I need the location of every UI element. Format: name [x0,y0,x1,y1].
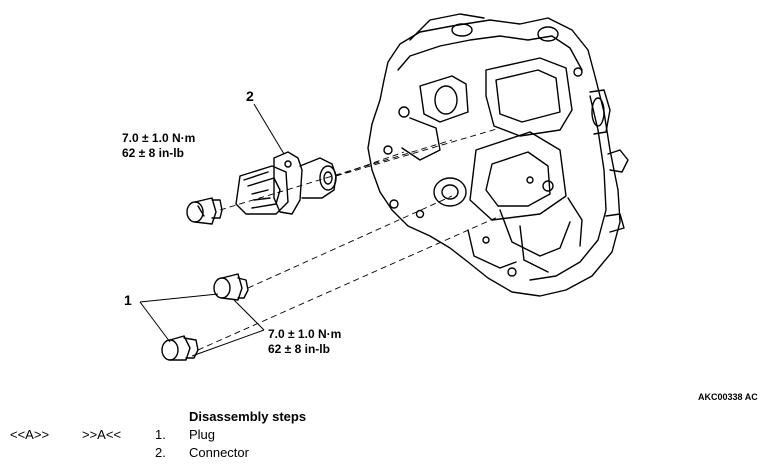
torque-value-nm: 7.0 ± 1.0 N·m [122,131,196,145]
leader-lines [139,103,285,357]
alignment-lines [197,127,501,351]
disassembly-marker: >>A<< [82,427,122,442]
connector-screw [186,197,223,225]
figure-id: AKC00338 AC [698,392,758,402]
torque-value-inlb: 62 ± 8 in-lb [268,342,330,356]
plug-upper [213,273,249,301]
pump-housing [367,13,629,297]
exploded-view-diagram [139,13,629,361]
callout-number: 1 [124,292,132,308]
reassembly-marker: <<A>> [10,427,50,442]
torque-value-inlb: 62 ± 8 in-lb [122,146,184,160]
plug-lower [161,335,199,361]
torque-spec-plug: 7.0 ± 1.0 N·m 62 ± 8 in-lb [268,327,341,357]
step-number: 1. [155,427,166,442]
torque-value-nm: 7.0 ± 1.0 N·m [268,327,342,341]
connector [235,151,337,215]
steps-title: Disassembly steps [189,409,307,424]
torque-spec-connector: 7.0 ± 1.0 N·m 62 ± 8 in-lb [122,131,195,161]
callout-number: 2 [246,88,254,104]
step-label: Connector [189,445,249,460]
step-number: 2. [155,445,166,460]
step-label: Plug [189,427,216,442]
